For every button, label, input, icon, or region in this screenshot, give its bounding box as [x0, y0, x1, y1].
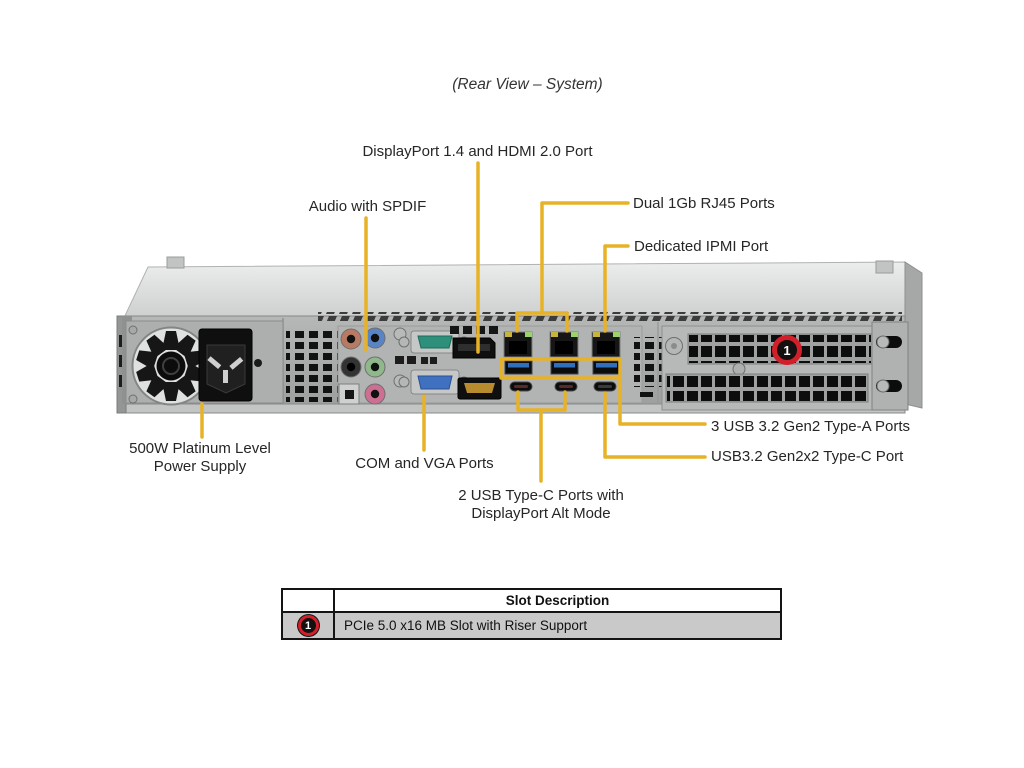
table-marker-cell: 1 [281, 611, 335, 640]
displayport [452, 337, 496, 359]
rj45-port-ipmi [591, 331, 621, 358]
label-usb-a-ports: 3 USB 3.2 Gen2 Type-A Ports [711, 418, 910, 435]
power-inlet-c14 [198, 328, 253, 402]
label-audio-spdif: Audio with SPDIF [308, 198, 427, 215]
callout-rj45-bracket [515, 311, 569, 333]
audio-jacks [338, 327, 386, 405]
slot-description-table: Slot Description 1 PCIe 5.0 x16 MB Slot … [281, 588, 782, 640]
table-header-row: Slot Description [281, 588, 782, 613]
pcie-bracket [871, 321, 909, 411]
label-usb-c-displayport: 2 USB Type-C Ports with DisplayPort Alt … [458, 487, 624, 522]
callout-usb-c-gen2x2 [603, 391, 707, 459]
rj45-ports [503, 331, 621, 358]
power-supply-section [125, 320, 342, 406]
rj45-port-1 [503, 331, 533, 358]
usb-a-ports [504, 360, 621, 375]
label-dedicated-ipmi: Dedicated IPMI Port [634, 238, 769, 255]
io-section [337, 325, 699, 405]
label-power-supply: 500W Platinum Level Power Supply [129, 440, 271, 475]
label-dual-rj45: Dual 1Gb RJ45 Ports [633, 195, 775, 212]
slot-1-marker: 1 [772, 335, 802, 365]
screw [128, 394, 138, 404]
table-row: 1 PCIe 5.0 x16 MB Slot with Riser Suppor… [281, 611, 782, 640]
usb-c-ports [509, 381, 617, 392]
callout-rj45-stem [540, 201, 630, 315]
screw-hole [254, 359, 262, 367]
diagram-title: (Rear View – System) [452, 76, 603, 93]
psu-fan [131, 326, 211, 406]
table-header-cell: Slot Description [333, 588, 782, 613]
label-displayport-hdmi: DisplayPort 1.4 and HDMI 2.0 Port [362, 143, 593, 160]
callout-ipmi [603, 244, 630, 333]
chassis-tab-left [166, 256, 185, 269]
slot-1-table-marker: 1 [297, 615, 319, 636]
psu-vent-grille [286, 328, 342, 402]
table-corner-cell [281, 588, 335, 613]
screw [128, 325, 138, 335]
rj45-port-2 [549, 331, 579, 358]
screw [732, 362, 746, 376]
chassis-tab-right [875, 260, 894, 274]
callout-lines [200, 161, 707, 483]
label-usb-c-gen2x2: USB3.2 Gen2x2 Type-C Port [711, 448, 904, 465]
top-vent-slots [318, 312, 902, 321]
hdmi-port [457, 377, 502, 400]
label-com-vga: COM and VGA Ports [355, 455, 494, 472]
callout-usb-a-line [618, 376, 707, 426]
table-description-cell: PCIe 5.0 x16 MB Slot with Riser Support [333, 611, 782, 640]
